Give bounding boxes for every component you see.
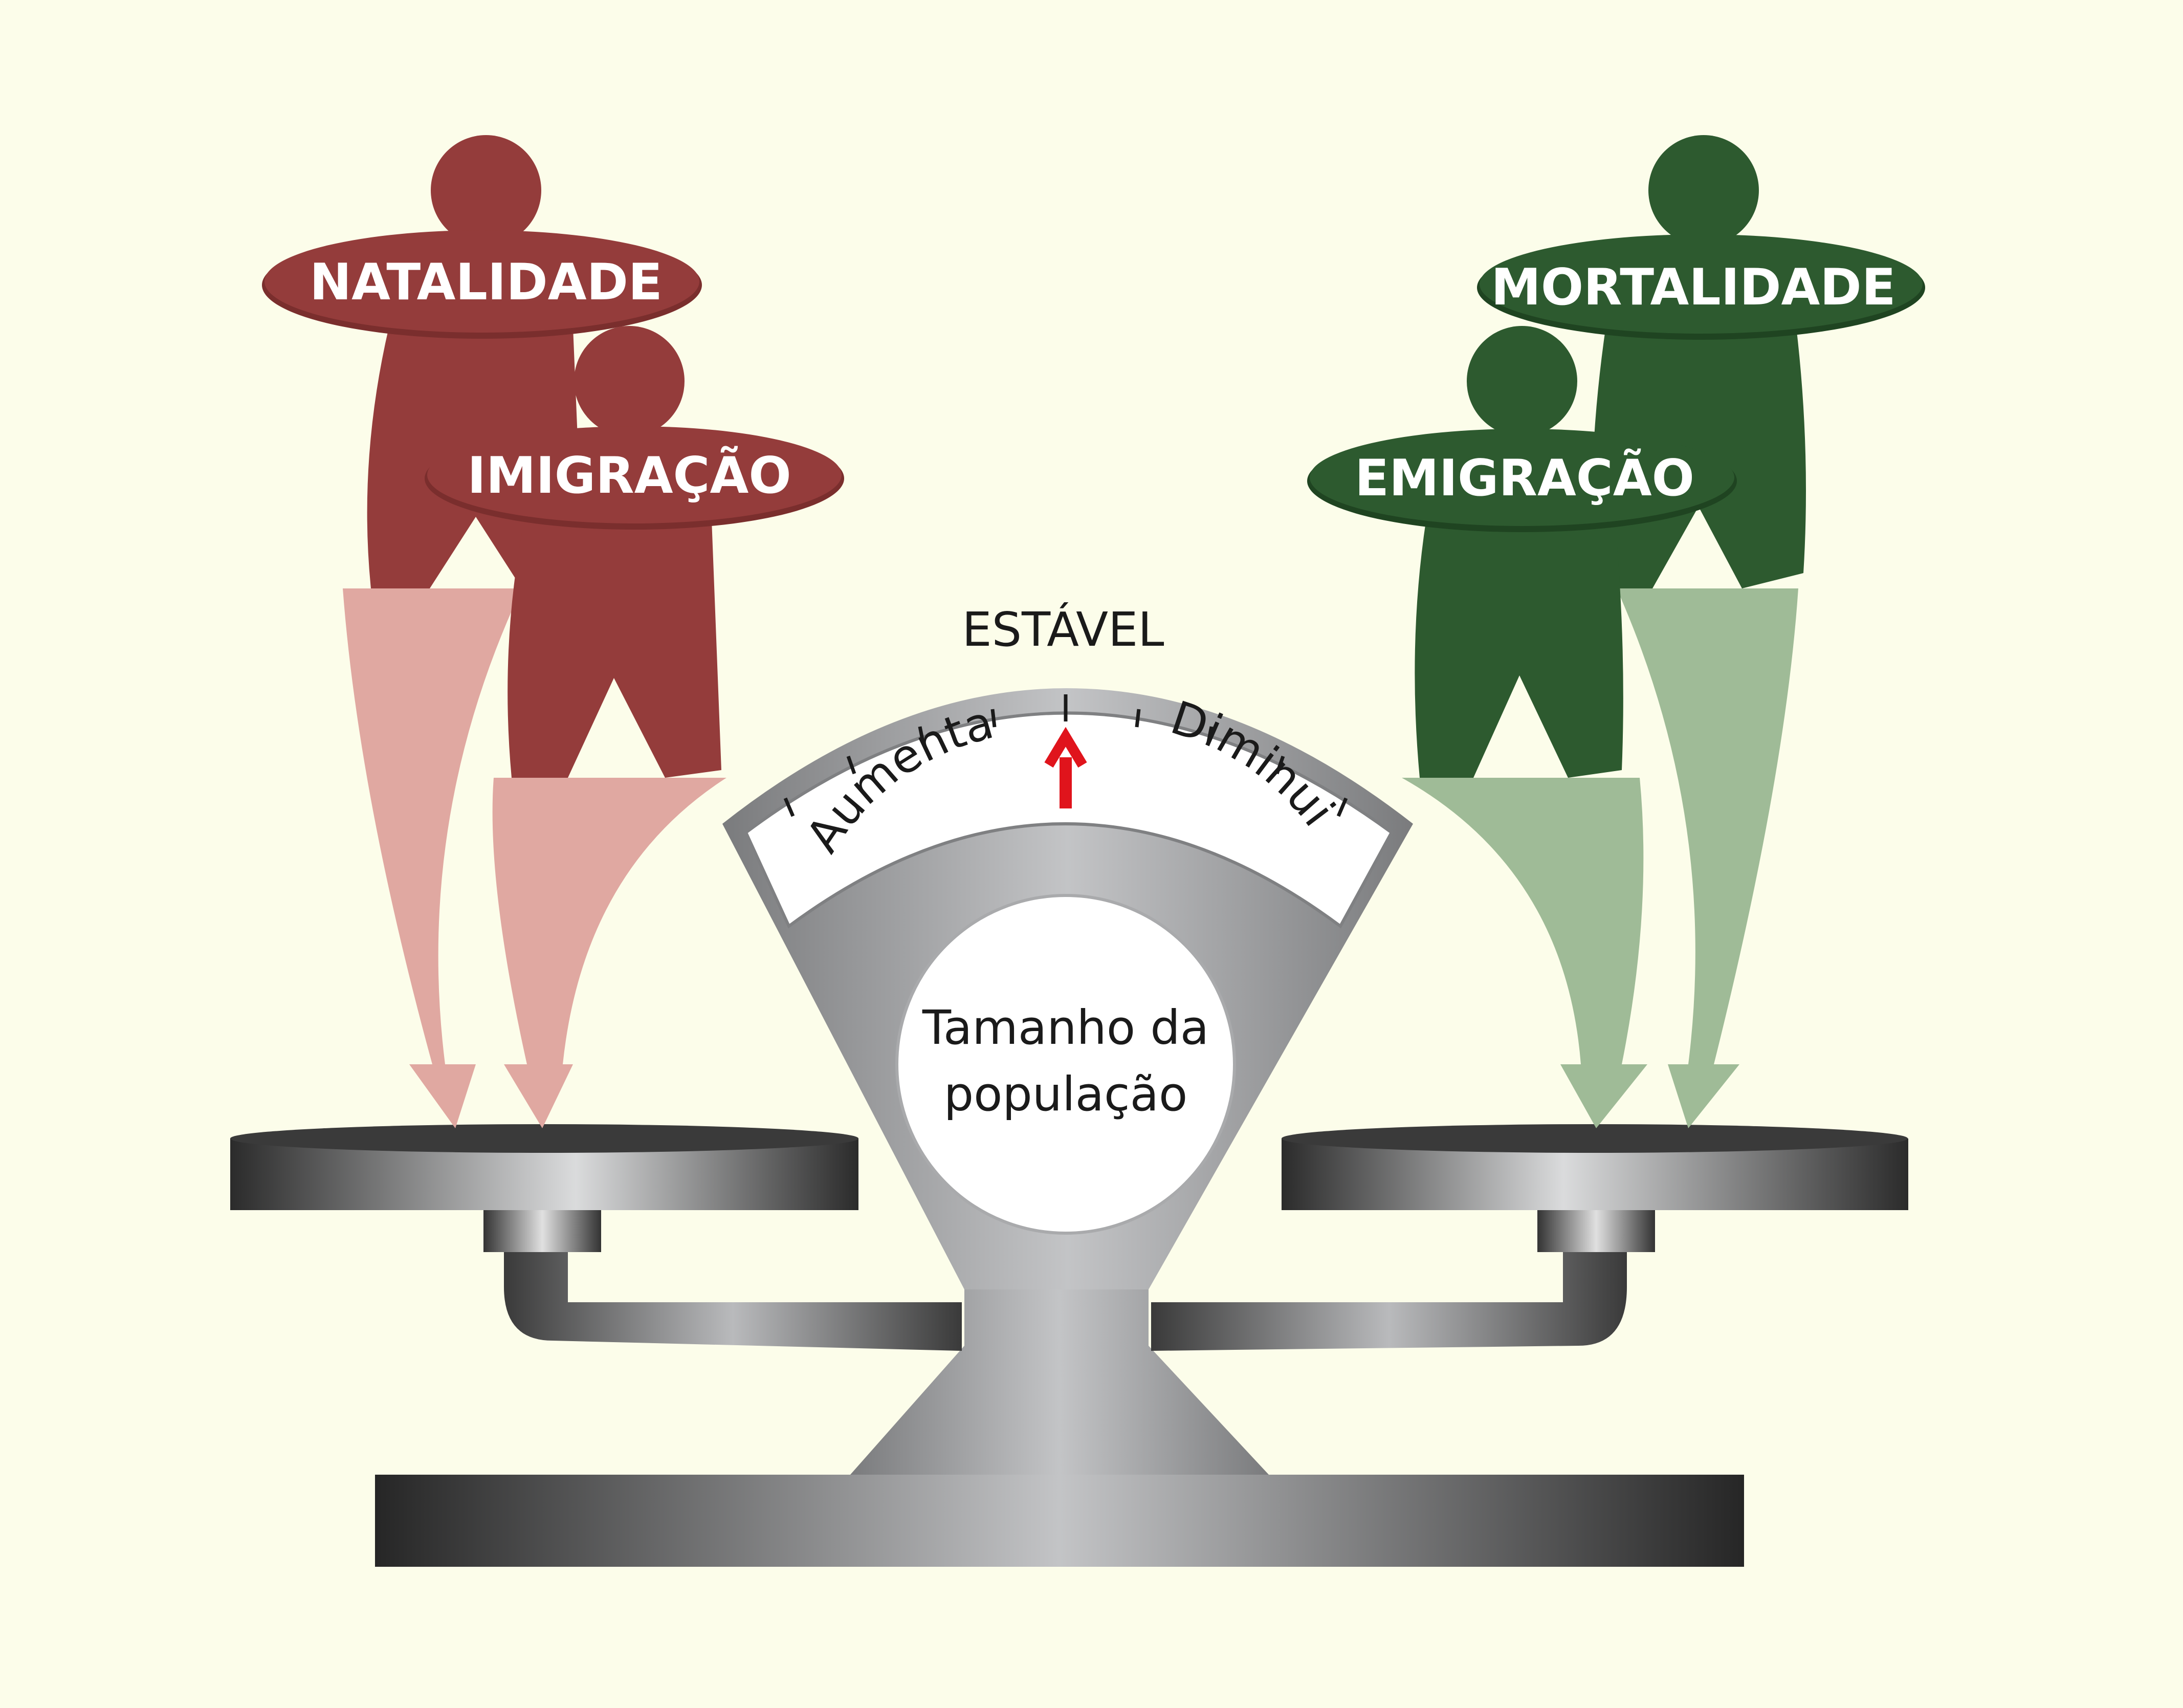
- right-pan: [1282, 1124, 1908, 1210]
- emigracao-arrow: [1402, 778, 1647, 1128]
- emigracao-body: [1415, 512, 1623, 778]
- imigracao-arrow: [492, 778, 726, 1128]
- emigracao-label: EMIGRAÇÃO: [1355, 448, 1694, 508]
- natalidade-head: [431, 135, 541, 246]
- right-arm: [1151, 1233, 1627, 1351]
- left-arm: [504, 1233, 962, 1351]
- mortalidade-arrow: [1617, 588, 1798, 1128]
- left-collar: [483, 1210, 601, 1252]
- imigracao-label: IMIGRAÇÃO: [467, 446, 791, 505]
- mortalidade-head: [1648, 135, 1759, 246]
- population-size-line2: população: [944, 1067, 1188, 1122]
- emigracao-arms: [1310, 429, 1734, 526]
- scale-pedestal: [850, 1249, 1269, 1475]
- population-size-circle: [895, 894, 1236, 1235]
- imigracao-figure: IMIGRAÇÃO: [425, 326, 844, 778]
- mortalidade-label: MORTALIDADE: [1491, 258, 1895, 317]
- gauge-dial-face: [744, 711, 1394, 929]
- right-collar: [1537, 1210, 1655, 1252]
- left-pan: [230, 1124, 858, 1210]
- gauge-needle: [1044, 727, 1087, 808]
- increase-arrows: [343, 588, 726, 1128]
- natalidade-arms: [264, 230, 699, 333]
- imigracao-body: [508, 507, 721, 778]
- population-size-line1: Tamanho da: [922, 1000, 1209, 1055]
- scale: Aumenta Diminui ESTÁVEL Tamanho da popul…: [230, 602, 1908, 1567]
- scale-base: [375, 1475, 1744, 1567]
- emigracao-head: [1467, 326, 1577, 436]
- imigracao-arms: [427, 426, 842, 523]
- natalidade-label: NATALIDADE: [310, 253, 663, 312]
- imigracao-head: [574, 326, 685, 436]
- natalidade-arrow: [343, 588, 522, 1128]
- gauge-stable-label: ESTÁVEL: [962, 602, 1164, 657]
- gauge-ticks: [783, 694, 1348, 817]
- decrease-arrows: [1402, 588, 1798, 1128]
- emigracao-figure: EMIGRAÇÃO: [1307, 326, 1737, 778]
- mortalidade-arms: [1480, 234, 1923, 334]
